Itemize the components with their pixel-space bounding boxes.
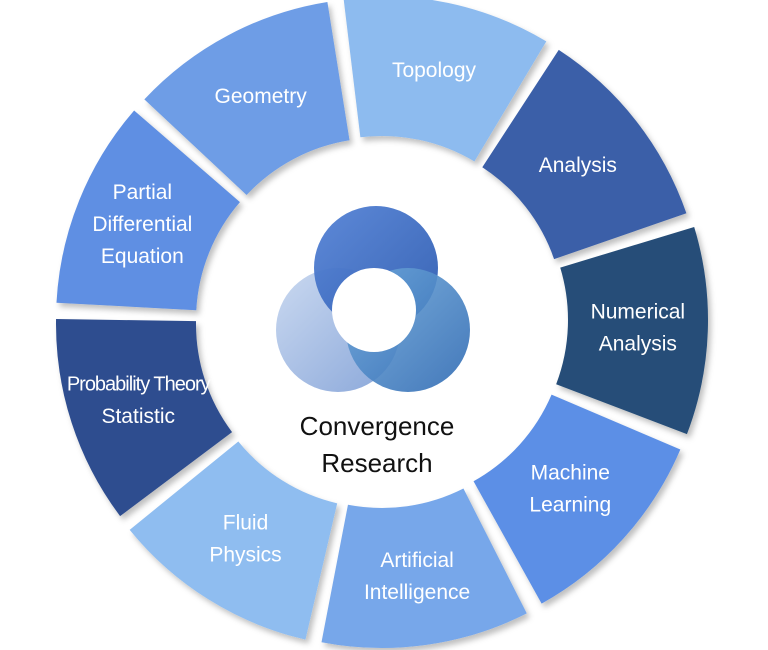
segment-label-fluid-physics-2: Physics <box>209 544 281 567</box>
segment-label-artificial-intelligence-2: Intelligence <box>364 581 470 604</box>
segment-shape-artificial-intelligence <box>321 488 527 648</box>
segment-label-fluid-physics-1: Fluid <box>223 512 269 535</box>
segment-label-partial-differential-equation-1: Partial <box>113 181 173 204</box>
segment-label-numerical-analysis-2: Analysis <box>599 332 677 355</box>
segment-analysis: Analysis <box>482 49 687 260</box>
center-title-line1: Convergence <box>300 411 455 441</box>
segment-label-numerical-analysis-1: Numerical <box>591 300 686 323</box>
segment-label-partial-differential-equation-2: Differential <box>92 213 192 236</box>
segment-label-topology-1: Topology <box>392 59 477 82</box>
segment-shape-probability-theory-statistic <box>56 318 233 517</box>
segment-shape-numerical-analysis <box>556 226 708 435</box>
segment-topology: Topology <box>343 0 547 162</box>
convergence-logo <box>276 206 470 392</box>
segment-label-geometry-1: Geometry <box>215 85 308 108</box>
segment-shape-geometry <box>144 2 350 196</box>
segment-shape-topology <box>343 0 547 162</box>
segment-label-analysis-1: Analysis <box>539 154 617 177</box>
segment-shape-fluid-physics <box>129 441 338 640</box>
center-title-line2: Research <box>321 448 432 478</box>
segment-geometry: Geometry <box>144 2 350 196</box>
segment-label-partial-differential-equation-3: Equation <box>101 245 184 268</box>
segment-ring: AnalysisNumericalAnalysisMachineLearning… <box>56 0 708 648</box>
segment-label-machine-learning-2: Learning <box>529 493 611 516</box>
segment-label-probability-theory-statistic-2: Statistic <box>101 405 175 428</box>
segment-label-machine-learning-1: Machine <box>531 461 610 484</box>
logo-center-hole <box>332 268 416 352</box>
segment-label-probability-theory-statistic-1: Probability Theory <box>67 374 211 396</box>
segment-shape-machine-learning <box>473 394 681 604</box>
segment-shape-analysis <box>482 49 687 260</box>
segment-label-artificial-intelligence-1: Artificial <box>380 549 454 572</box>
segment-shape-partial-differential-equation <box>56 110 240 311</box>
